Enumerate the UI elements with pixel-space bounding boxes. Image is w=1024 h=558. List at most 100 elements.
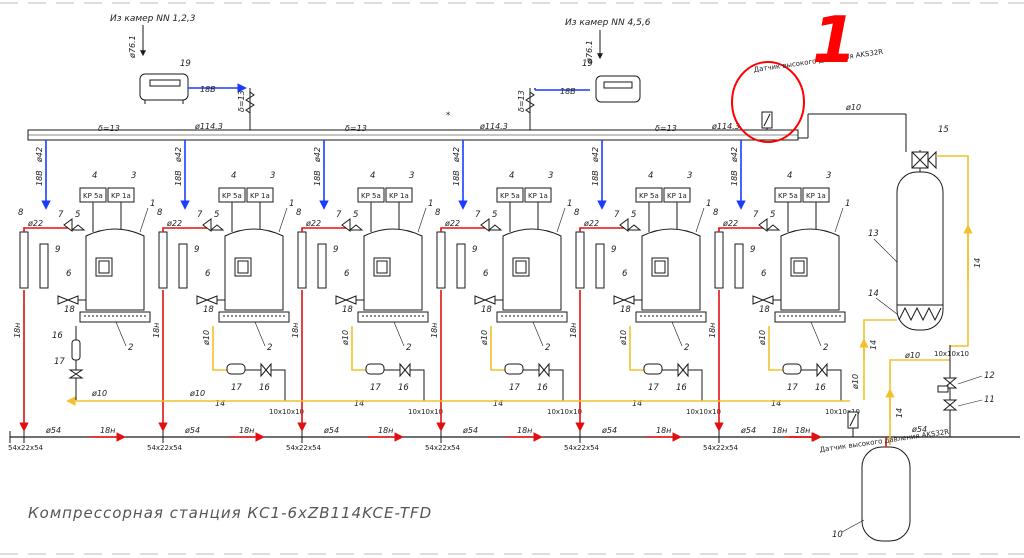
- tag-15: 15: [938, 125, 949, 135]
- tag-12: 12: [984, 371, 995, 381]
- tag-18: 18: [203, 305, 214, 315]
- header-dia-2: ø114.3: [479, 122, 508, 131]
- liquid-dia-left: ø10: [91, 389, 107, 398]
- tag-1: 1: [706, 199, 711, 209]
- tag-16: 16: [259, 383, 270, 393]
- tag-6: 6: [66, 269, 72, 279]
- liquid-line: ø10 ø10: [66, 389, 850, 406]
- box-hp: KP 1a: [389, 192, 409, 200]
- disch-line-end: 18н: [772, 426, 787, 435]
- tag-9: 9: [472, 245, 477, 255]
- tag-16: 16: [398, 383, 409, 393]
- tag-7: 7: [197, 210, 203, 220]
- tag-3: 3: [826, 171, 831, 181]
- box-lp: KP 5a: [361, 192, 381, 200]
- liquid-tee: 10x10x10: [825, 408, 860, 416]
- tag-2: 2: [406, 343, 411, 353]
- disch-tee: 54x22x54: [425, 444, 461, 452]
- tag-6: 6: [622, 269, 628, 279]
- liquid-label: 14: [632, 399, 642, 408]
- liquid-tee: 10x10x10: [408, 408, 443, 416]
- box-hp: KP 1a: [250, 192, 270, 200]
- drop-dia: ø42: [313, 147, 322, 163]
- tag-4: 4: [787, 171, 792, 181]
- tag-5: 5: [353, 210, 358, 220]
- evaporator-unit-left: ø76.1 19 18B δ=13: [128, 35, 255, 130]
- disch-line: 18н: [100, 426, 115, 435]
- tag-16: 16: [815, 383, 826, 393]
- tag-9: 9: [55, 245, 60, 255]
- evap-right-riser: δ=13: [517, 90, 526, 112]
- disch-tee: 54x22x54: [147, 444, 183, 452]
- tag-7: 7: [475, 210, 481, 220]
- discharge-dia: ø22: [166, 219, 182, 228]
- tag-2: 2: [684, 343, 689, 353]
- liquid-dia-mid: ø10: [189, 389, 205, 398]
- liquid-tee: 10x10x10: [686, 408, 721, 416]
- disch-dia: ø54: [184, 426, 200, 435]
- tag-5: 5: [214, 210, 219, 220]
- evap-right-line: 18B: [560, 87, 576, 96]
- source-right-label: Из камер NN 4,5,6: [565, 18, 651, 28]
- disch-drop-label: 18н: [291, 323, 300, 338]
- drop-line: 18B: [452, 170, 461, 186]
- liquid-label: 14: [493, 399, 503, 408]
- drop-line: 18B: [35, 170, 44, 186]
- tag-18: 18: [620, 305, 631, 315]
- tag-6: 6: [344, 269, 350, 279]
- box-hp: KP 1a: [111, 192, 131, 200]
- disch-dia: ø54: [462, 426, 478, 435]
- discharge-dia: ø22: [27, 219, 43, 228]
- evap-left-line: 18B: [200, 85, 216, 94]
- disch-drop-label: 18н: [708, 323, 717, 338]
- drop-line: 18B: [313, 170, 322, 186]
- tag-8: 8: [296, 208, 302, 218]
- tag-8: 8: [574, 208, 580, 218]
- drop-dia: ø42: [452, 147, 461, 163]
- evap-left-tag: 19: [180, 59, 191, 69]
- tag-4: 4: [92, 171, 97, 181]
- tag-16: 16: [52, 331, 63, 341]
- source-right: Из камер NN 4,5,6: [565, 18, 651, 60]
- liquid-dia: ø10: [480, 330, 489, 346]
- drop-line: 18B: [730, 170, 739, 186]
- source-left-label: Из камер NN 1,2,3: [110, 14, 196, 24]
- tag-8: 8: [157, 208, 163, 218]
- liquid-dia: ø10: [341, 330, 350, 346]
- evap-left-size: ø76.1: [128, 35, 137, 59]
- box-lp: KP 5a: [639, 192, 659, 200]
- discharge-dia: ø22: [583, 219, 599, 228]
- disch-tee: 54x22x54: [286, 444, 322, 452]
- drop-line: 18B: [591, 170, 600, 186]
- tag-1: 1: [150, 199, 155, 209]
- drop-dia: ø42: [591, 147, 600, 163]
- tag-4: 4: [231, 171, 236, 181]
- tag-17: 17: [787, 383, 798, 393]
- tag-9: 9: [333, 245, 338, 255]
- rec-dia-54: ø54: [911, 425, 927, 434]
- tag-1: 1: [289, 199, 294, 209]
- liquid-tee: 10x10x10: [547, 408, 582, 416]
- sep-liquid-label: 14: [973, 258, 982, 268]
- tag-3: 3: [687, 171, 692, 181]
- disch-drop-label: 18н: [430, 323, 439, 338]
- box-lp: KP 5a: [778, 192, 798, 200]
- tag-8: 8: [18, 208, 24, 218]
- box-lp: KP 5a: [500, 192, 520, 200]
- tag-14: 14: [868, 289, 879, 299]
- discharge-header: 54x22x54 ø54 18н 54x22x54 ø54 18н 54x22x54 ø54 1…: [8, 426, 1020, 452]
- box-hp: KP 1a: [667, 192, 687, 200]
- tag-1: 1: [845, 199, 850, 209]
- disch-dia: ø54: [601, 426, 617, 435]
- tag-13: 13: [868, 229, 879, 239]
- tag-5: 5: [770, 210, 775, 220]
- tag-16: 16: [676, 383, 687, 393]
- tag-5: 5: [492, 210, 497, 220]
- disch-tee: 54x22x54: [8, 444, 44, 452]
- disch-line: 18н: [795, 426, 810, 435]
- tag-16: 16: [537, 383, 548, 393]
- tag-3: 3: [270, 171, 275, 181]
